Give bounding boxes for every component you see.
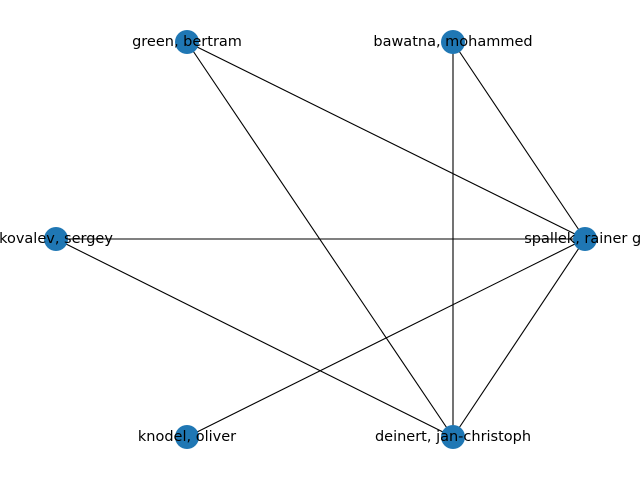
node-label-green: green, bertram [132, 34, 242, 50]
node-bawatna [441, 30, 465, 54]
edge-spallek-knodel [186, 238, 586, 438]
node-deinert [441, 425, 465, 449]
node-label-deinert: deinert, jan-christoph [375, 429, 531, 445]
edge-layer [55, 41, 586, 438]
node-label-kovalev: kovalev, sergey [0, 231, 113, 247]
edge-green-spallek [186, 41, 586, 240]
node-kovalev [44, 227, 68, 251]
edge-spallek-deinert [452, 238, 586, 438]
node-green [175, 30, 199, 54]
label-layer: green, bertram bawatna, mohammed kovalev, … [0, 34, 640, 445]
node-layer [44, 30, 597, 449]
edge-kovalev-deinert [55, 238, 454, 438]
node-label-bawatna: bawatna, mohammed [373, 34, 532, 50]
node-label-spallek: spallek, rainer g. [524, 231, 640, 247]
edge-bawatna-spallek [452, 41, 586, 240]
node-knodel [175, 425, 199, 449]
node-label-knodel: knodel, oliver [138, 429, 236, 445]
node-spallek [573, 227, 597, 251]
